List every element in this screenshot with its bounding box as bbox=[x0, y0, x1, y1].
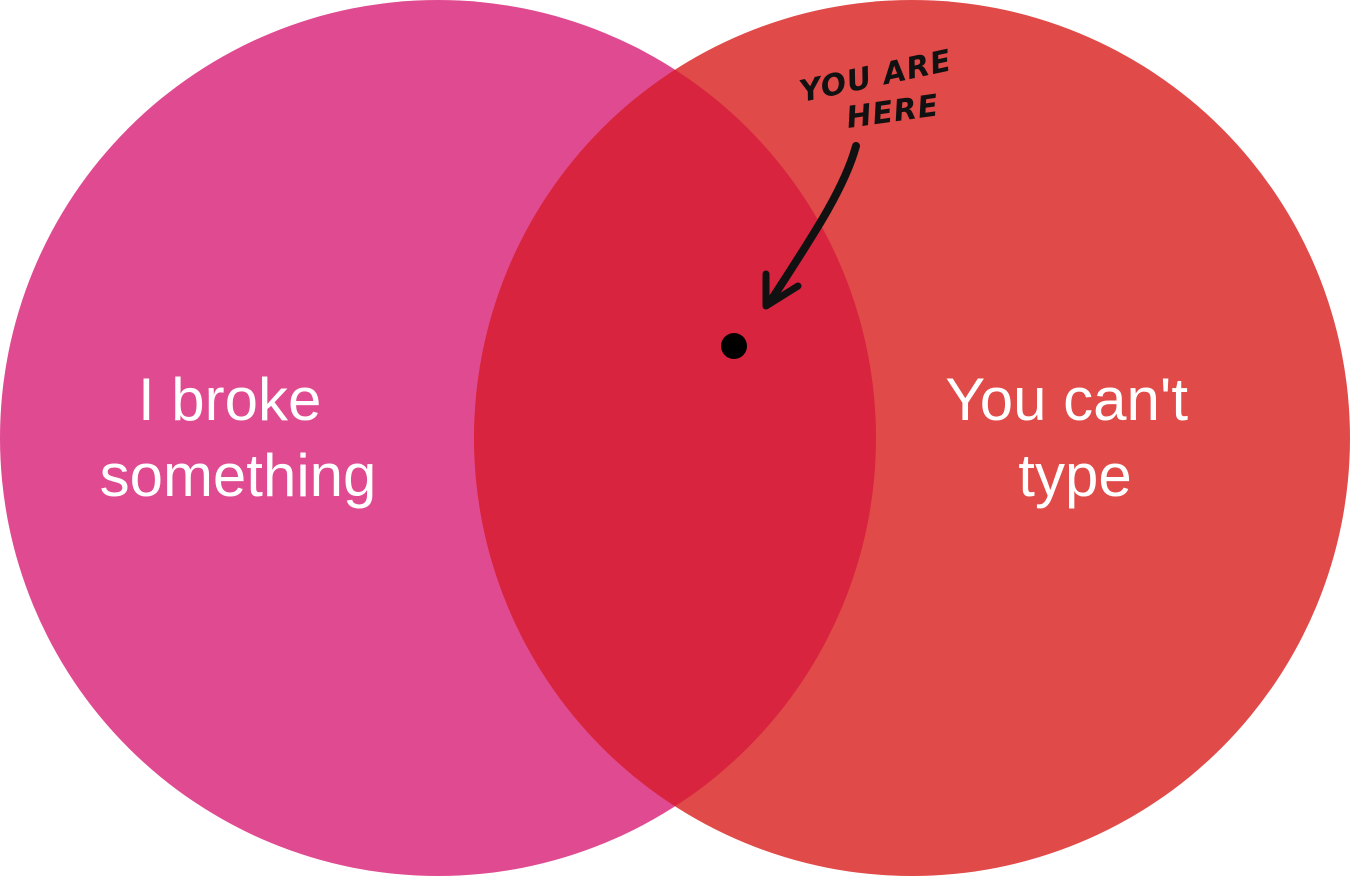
right-set-label-line-2: type bbox=[1018, 442, 1131, 509]
left-set-label-line-2: something bbox=[100, 442, 377, 509]
left-set-label: I broke something bbox=[100, 366, 377, 509]
arrow-head bbox=[762, 270, 802, 310]
overlap-region bbox=[474, 0, 876, 876]
right-set-label-line-1: You can't bbox=[945, 366, 1188, 433]
you-are-here-dot bbox=[721, 333, 747, 359]
arrow-shaft bbox=[766, 142, 860, 306]
right-set-label: You can't type bbox=[945, 366, 1204, 509]
left-set-label-line-1: I broke bbox=[138, 366, 321, 433]
